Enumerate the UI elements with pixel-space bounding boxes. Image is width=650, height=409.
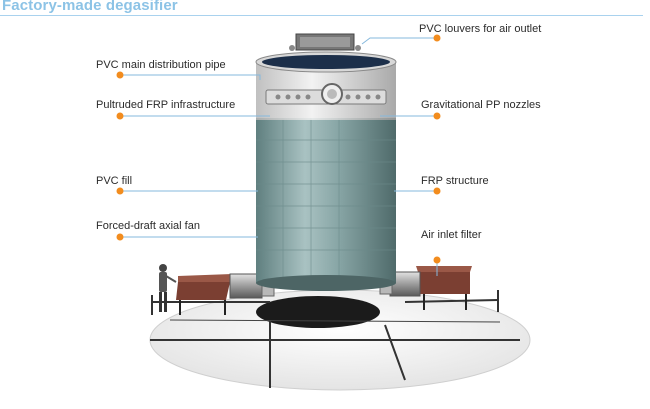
callout-dots <box>116 34 441 264</box>
support-rails <box>151 290 499 315</box>
label-frp-structure: FRP structure <box>421 175 489 187</box>
label-frp-infrastructure: Pultruded FRP infrastructure <box>96 99 236 111</box>
label-main-pipe: PVC main distribution pipe <box>96 59 226 71</box>
title-divider <box>0 15 643 16</box>
callout-leaders <box>120 37 438 276</box>
label-fan: Forced-draft axial fan <box>96 220 200 232</box>
diagram-title: Factory-made degasifier <box>2 0 178 14</box>
degasifier-tank <box>255 33 397 291</box>
person-figure <box>159 264 177 312</box>
label-nozzles: Gravitational PP nozzles <box>421 99 541 111</box>
floor-platform <box>149 289 531 391</box>
label-louvers: PVC louvers for air outlet <box>419 23 542 35</box>
label-fill: PVC fill <box>96 175 133 187</box>
label-inlet-filter: Air inlet filter <box>421 229 482 241</box>
